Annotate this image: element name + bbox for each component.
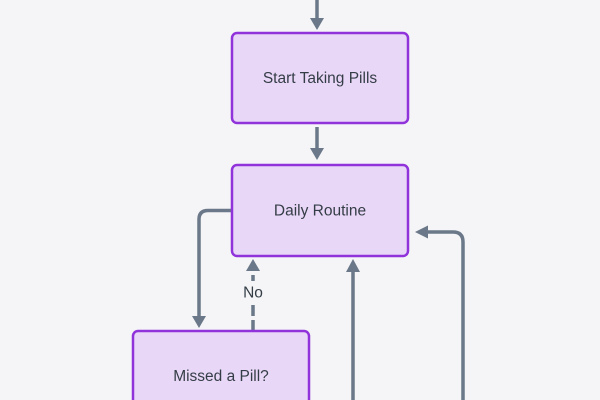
node-start-taking-pills: Start Taking Pills	[230, 31, 410, 125]
node-missed-a-pill: Missed a Pill?	[131, 329, 311, 400]
node-box	[230, 31, 410, 125]
edge-label-no: No	[243, 285, 263, 302]
arrowhead-down-icon	[310, 18, 324, 30]
node-missed-a-pill-label: Missed a Pill?	[173, 368, 269, 385]
edge-line	[428, 230, 465, 400]
edge-daily-to-missed	[192, 208, 232, 328]
node-box	[131, 329, 311, 400]
node-start-taking-pills-label: Start Taking Pills	[263, 70, 378, 87]
node-box	[230, 163, 410, 258]
arrowhead-up-icon	[346, 259, 360, 272]
arrowhead-up-icon	[246, 259, 260, 271]
node-daily-routine: Daily Routine	[230, 163, 410, 258]
arrowhead-down-icon	[192, 316, 206, 328]
edge-line	[197, 208, 232, 316]
arrowhead-left-icon	[415, 225, 428, 239]
arrowhead-down-icon	[310, 148, 324, 160]
edge-top-into-start	[310, 0, 324, 30]
edge-bottom-into-daily	[346, 259, 360, 400]
edge-missed-to-daily-no: No	[239, 259, 267, 331]
node-daily-routine-label: Daily Routine	[274, 203, 366, 220]
edge-label-background	[239, 281, 267, 304]
edge-right-loop-into-daily	[415, 225, 465, 400]
edge-start-to-daily	[310, 127, 324, 160]
